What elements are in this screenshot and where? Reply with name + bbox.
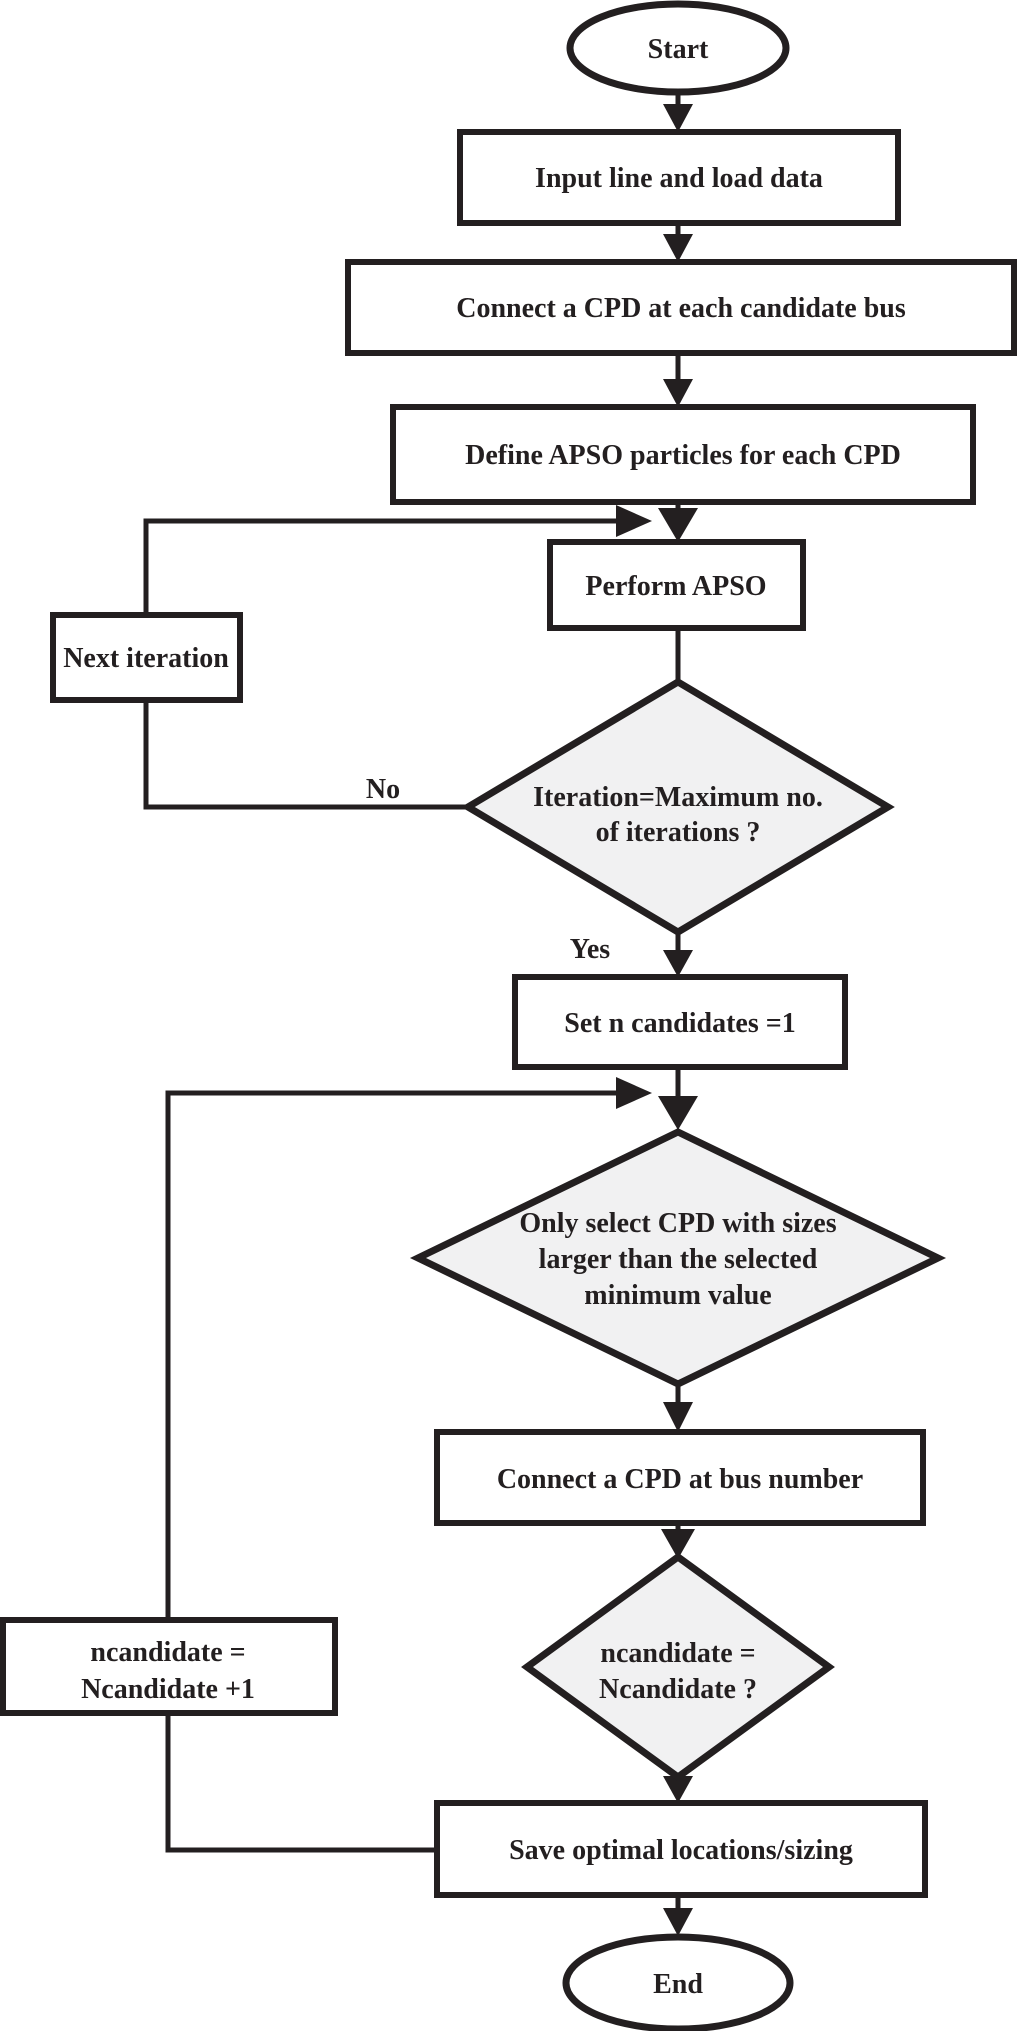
set-n-candidates-box [512,974,848,1070]
define-apso-node: Define APSO particles for each CPD [390,404,976,505]
arrowhead-ncandidate-junction [616,1077,652,1109]
connect-cpd-each-bus-node: Connect a CPD at each candidate bus [345,259,1017,356]
arrowhead-into-perform [658,508,698,542]
set-n-candidates-node: Set n candidates =1 [512,974,848,1070]
arrowhead-into-connect [663,234,693,262]
iteration-check-diamond [461,677,895,937]
select-cpd-sizes-line1: Only select CPD with sizes [519,1208,836,1239]
arrowhead-into-select [658,1096,698,1130]
select-cpd-sizes-node: Only select CPD with sizes larger than t… [409,1128,947,1388]
start-node: Start [566,0,790,96]
increment-ncandidate-line2: Ncandidate +1 [81,1674,255,1705]
iteration-check-line2: of iterations ? [596,817,761,848]
save-optimal-box [434,1800,928,1898]
ncandidate-loop-line [165,1090,616,1853]
end-node: End [562,1933,794,2031]
set-n-candidates-label: Set n candidates =1 [564,1008,795,1039]
arrowhead-into-define [663,379,693,407]
arrowhead-iteration-junction [616,505,652,537]
define-apso-box [390,404,976,505]
perform-apso-box [547,539,806,631]
next-iteration-node: Next iteration [50,612,243,703]
connect-cpd-each-bus-label: Connect a CPD at each candidate bus [456,293,906,324]
arrowhead-into-connectbus [663,1402,693,1432]
input-data-node: Input line and load data [457,129,901,226]
arrowhead-into-end [663,1908,693,1936]
connect-cpd-bus-number-label: Connect a CPD at bus number [497,1464,863,1495]
input-data-label: Input line and load data [535,163,823,194]
next-iteration-box [50,612,243,703]
save-optimal-label: Save optimal locations/sizing [509,1835,853,1866]
connect-cpd-each-bus-box [345,259,1017,356]
perform-apso-label: Perform APSO [585,571,766,602]
perform-apso-node: Perform APSO [547,539,806,631]
save-optimal-node: Save optimal locations/sizing [434,1800,928,1898]
end-label: End [653,1969,703,2000]
select-cpd-sizes-diamond [409,1128,947,1388]
define-apso-label: Define APSO particles for each CPD [465,440,901,471]
end-ellipse [562,1933,794,2031]
ncandidate-check-diamond [521,1552,835,1782]
ncandidate-check-line2: Ncandidate ? [599,1674,757,1705]
input-data-box [457,129,901,226]
increment-ncandidate-line1: ncandidate = [90,1637,245,1668]
connect-cpd-bus-number-box [434,1429,926,1526]
next-iteration-label: Next iteration [63,643,229,674]
arrowhead-into-save [663,1776,693,1803]
iteration-check-node: Iteration=Maximum no. of iterations ? [461,677,895,937]
no-edge-label: No [366,774,400,805]
arrowhead-into-setcandidates [663,950,693,977]
arrowhead-into-input [663,104,693,132]
yes-edge-label: Yes [570,934,611,965]
increment-ncandidate-box [0,1617,338,1716]
arrowhead-into-ncheck [661,1529,695,1559]
ncandidate-check-node: ncandidate = Ncandidate ? [521,1552,835,1782]
start-label: Start [648,34,709,65]
select-cpd-sizes-line2: larger than the selected [539,1244,818,1275]
start-ellipse [566,0,790,96]
connect-cpd-bus-number-node: Connect a CPD at bus number [434,1429,926,1526]
ncandidate-check-line1: ncandidate = [600,1638,755,1669]
iteration-check-line1: Iteration=Maximum no. [533,782,823,813]
increment-ncandidate-node: ncandidate = Ncandidate +1 [0,1617,338,1716]
select-cpd-sizes-line3: minimum value [584,1280,771,1311]
